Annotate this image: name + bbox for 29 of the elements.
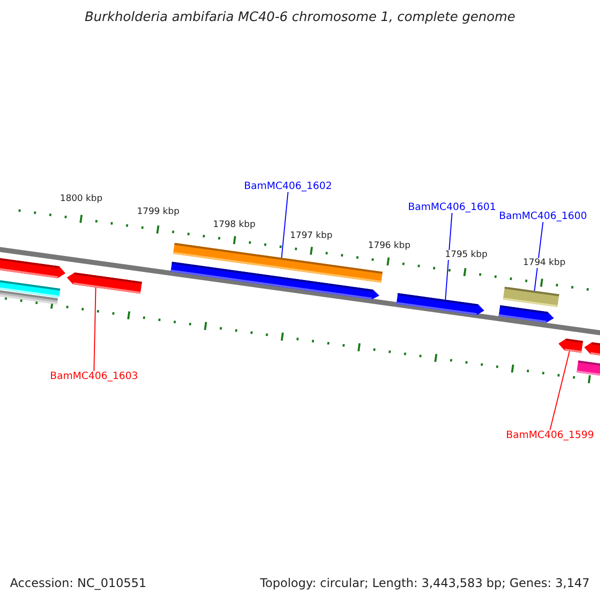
gene-label: BamMC406_1600 xyxy=(499,211,587,222)
scale-label: 1800 kbp xyxy=(60,194,102,204)
gene-feature xyxy=(396,293,484,316)
gene-feature xyxy=(66,272,142,294)
gene-label: BamMC406_1602 xyxy=(244,181,332,192)
gene-feature xyxy=(498,305,554,323)
scale-label: 1799 kbp xyxy=(137,207,180,217)
footer-text: Topology: circular; Length: 3,443,583 bp; Genes: 3,147 xyxy=(260,576,590,590)
footer-text: Accession: NC_010551 xyxy=(10,576,146,590)
scale-label: 1795 kbp xyxy=(445,250,488,260)
gene-label: BamMC406_1601 xyxy=(408,202,496,213)
gene-feature xyxy=(584,342,600,357)
scale-label: 1797 kbp xyxy=(290,231,332,241)
gene-label: BamMC406_1603 xyxy=(50,371,138,382)
scale-label: 1794 kbp xyxy=(523,258,566,268)
scale-label: 1798 kbp xyxy=(213,220,256,230)
gene-feature xyxy=(558,338,584,353)
leader-line xyxy=(534,222,544,292)
leader-line xyxy=(94,287,96,372)
gene-label: BamMC406_1599 xyxy=(506,430,594,441)
gene-block xyxy=(502,286,560,308)
leader-line xyxy=(550,350,570,430)
title: Burkholderia ambifaria MC40-6 chromosome 1, complete genome xyxy=(84,10,516,25)
leader-line xyxy=(281,192,288,258)
leader-line xyxy=(444,212,452,300)
gene-feature xyxy=(170,262,380,300)
gene-feature xyxy=(0,255,66,278)
scale-label: 1796 kbp xyxy=(368,241,410,251)
gene-block xyxy=(576,360,600,377)
